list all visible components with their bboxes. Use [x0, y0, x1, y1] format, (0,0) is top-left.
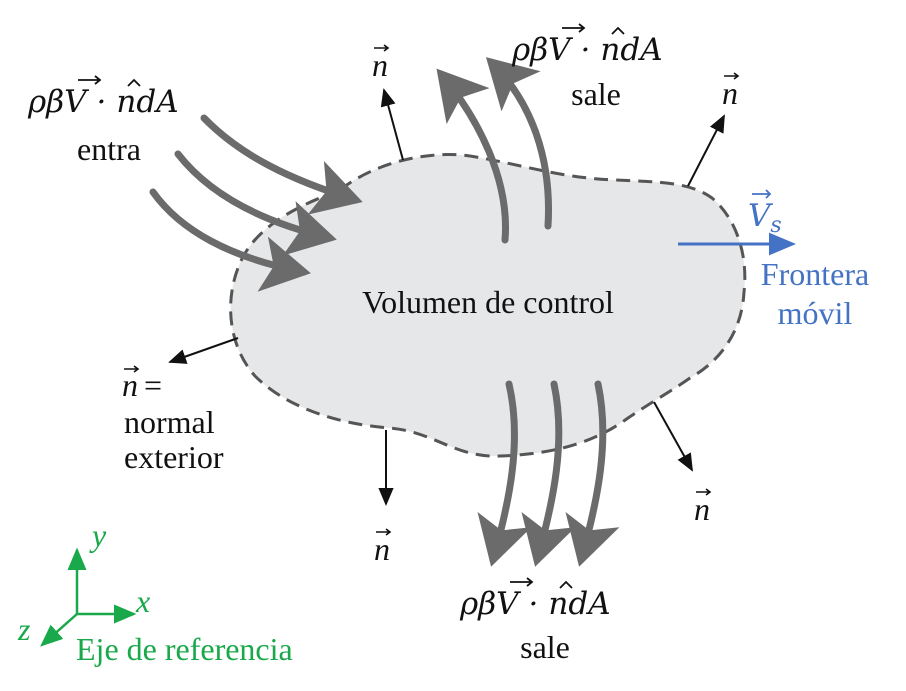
flux-expression-outflow-bottom: ρβV·ndA	[459, 577, 611, 622]
inflow-arrow-3	[149, 188, 311, 292]
boundary-label-line1: Frontera	[761, 256, 869, 292]
normal-arrow-bottom-right	[653, 401, 693, 472]
inflow-arrow-1	[200, 114, 363, 215]
outflow-top-label: sale	[571, 76, 621, 112]
outflow-bottom-arrow-1	[477, 380, 532, 567]
outflow-bottom-arrow-2	[521, 380, 576, 567]
normal-symbol-bottom: n	[374, 528, 392, 567]
boundary-velocity-symbol: Vs	[748, 189, 782, 238]
outflow-top-arrow-2	[485, 57, 552, 230]
svg-text:n: n	[374, 531, 390, 567]
outflow-bottom-arrow-3	[565, 380, 620, 567]
axes-caption: Eje de referencia	[76, 631, 293, 667]
hat-n	[127, 78, 141, 87]
normal-symbol-top-right: n	[722, 72, 740, 111]
control-volume-label: Volumen de control	[362, 284, 614, 320]
vector-arrow-V	[562, 23, 586, 33]
svg-text:n: n	[372, 47, 388, 83]
normal-symbol-left: n=	[122, 365, 162, 403]
flux-expression-inflow: ρβV·ndA	[27, 75, 179, 120]
svg-text:ρβV·ndA: ρβV·ndA	[511, 32, 663, 68]
normal-symbol-bottom-right: n	[694, 488, 712, 527]
normal-arrow-top	[380, 88, 404, 161]
axis-x-label: x	[135, 583, 150, 619]
normal-arrow-left	[168, 337, 239, 364]
axis-z	[40, 613, 78, 647]
svg-text:n: n	[722, 75, 738, 111]
svg-text:n: n	[694, 491, 710, 527]
inflow-arrow-2	[174, 150, 337, 256]
outflow-top-arrow-1	[436, 68, 510, 244]
normal-desc-line2: exterior	[124, 439, 224, 475]
inflow-label: entra	[77, 131, 141, 167]
svg-text:n=: n=	[122, 367, 162, 403]
control-volume-region	[229, 152, 747, 458]
outflow-bottom-label: sale	[520, 629, 570, 665]
svg-text:ρβV·ndA: ρβV·ndA	[459, 586, 611, 622]
vector-arrow-V	[78, 75, 102, 85]
hat-n	[559, 580, 573, 589]
axis-z-label: z	[17, 611, 31, 647]
svg-text:ρβV·ndA: ρβV·ndA	[27, 84, 179, 120]
normal-desc-line1: normal	[124, 404, 215, 440]
hat-n	[611, 26, 625, 35]
flux-expression-outflow-top: ρβV·ndA	[511, 23, 663, 68]
normal-arrow-top-right	[687, 114, 725, 187]
normal-symbol-top: n	[372, 44, 390, 83]
vector-arrow-V	[510, 577, 534, 587]
svg-text:Vs: Vs	[748, 198, 782, 238]
boundary-label-line2: móvil	[778, 295, 853, 331]
axis-y-label: y	[89, 517, 107, 553]
